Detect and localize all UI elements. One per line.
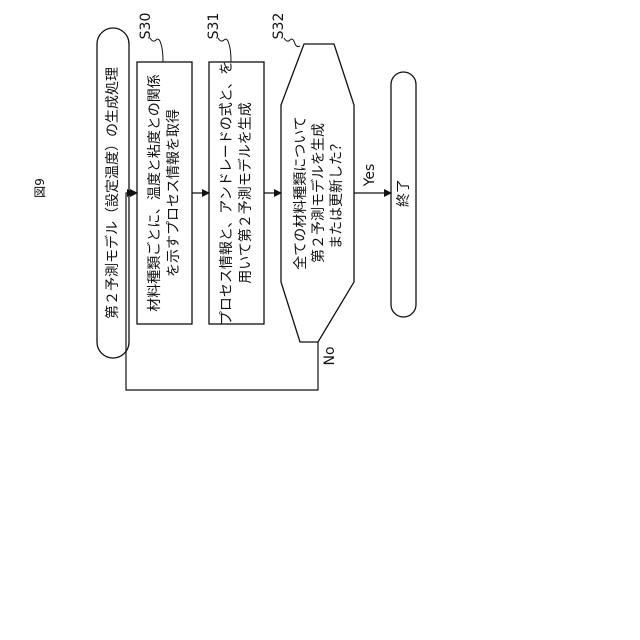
decision-s32-line-1: 全ての材料種類について bbox=[292, 116, 309, 270]
decision-s32-line-2: 第２予測モデルを生成 bbox=[310, 123, 327, 263]
yes-label: Yes bbox=[362, 164, 378, 188]
figure-label: 図9 bbox=[33, 178, 47, 198]
decision-s32-line-3: または更新した？ bbox=[329, 137, 345, 249]
no-label: No bbox=[322, 346, 338, 365]
step-s31-ref: S31 bbox=[206, 13, 222, 40]
step-s31-line-1: プロセス情報と、アンドレードの式と、を bbox=[219, 61, 235, 325]
step-s30-line-1: 材料種類ごとに、温度と粘度との関係 bbox=[147, 74, 163, 311]
step-s31-box bbox=[209, 62, 264, 324]
step-s30-ref: S30 bbox=[138, 13, 154, 40]
step-s30-box bbox=[137, 62, 192, 324]
step-s30-line-2: を示すプロセス情報を取得 bbox=[165, 109, 182, 277]
start-terminal-label: 第２予測モデル（設定温度）の生成処理 bbox=[104, 67, 121, 319]
end-terminal-label: 終了 bbox=[396, 179, 412, 207]
step-s31-line-2: 用いて第２予測モデルを生成 bbox=[237, 102, 254, 284]
step-s30-leader bbox=[150, 38, 163, 62]
step-s31-leader bbox=[218, 38, 231, 62]
decision-s32-ref: S32 bbox=[271, 13, 287, 40]
